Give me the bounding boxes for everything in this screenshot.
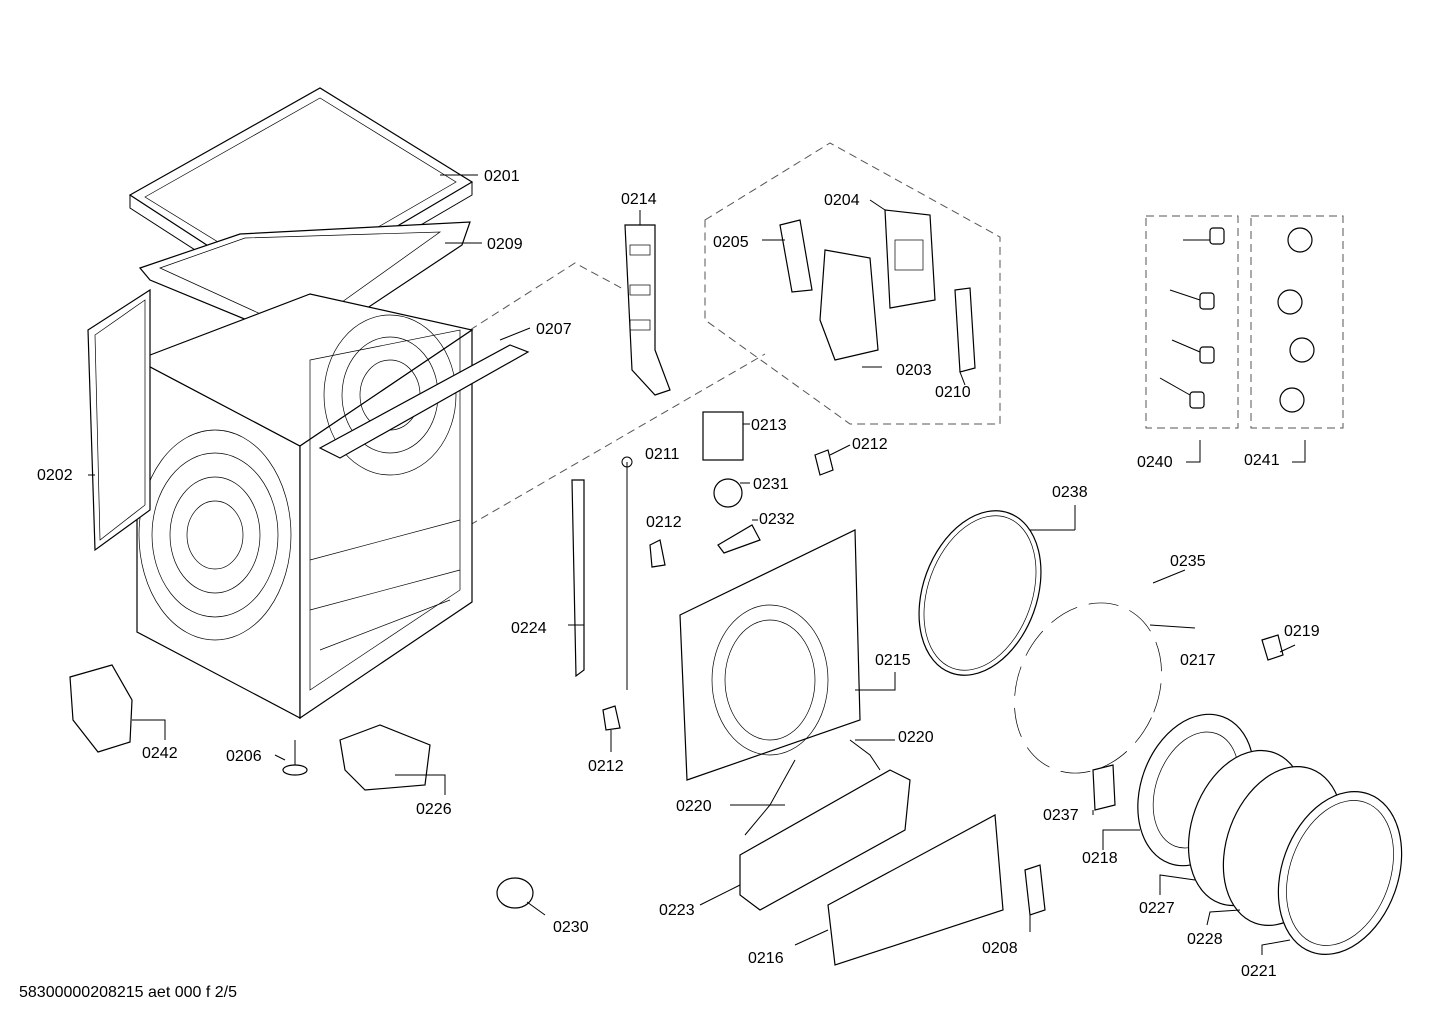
part-label: 0230 bbox=[553, 919, 589, 936]
part-label: 0220 bbox=[898, 729, 934, 746]
crossbar-part bbox=[318, 344, 530, 459]
part-label: 0237 bbox=[1043, 807, 1079, 824]
part-label: 0204 bbox=[824, 192, 860, 209]
part-label: 0228 bbox=[1187, 931, 1223, 948]
part-label: 0213 bbox=[751, 417, 787, 434]
part-label: 0231 bbox=[753, 476, 789, 493]
part-labels: 0201 0209 0207 0202 0214 0205 0204 0203 … bbox=[37, 168, 1320, 980]
part-label: 0242 bbox=[142, 745, 178, 762]
part-label: 0227 bbox=[1139, 900, 1175, 917]
part-label: 0217 bbox=[1180, 652, 1216, 669]
part-label: 0216 bbox=[748, 950, 784, 967]
part-label: 0224 bbox=[511, 620, 547, 637]
part-label: 0235 bbox=[1170, 553, 1206, 570]
bracket-part bbox=[624, 224, 671, 396]
part-label: 0240 bbox=[1137, 454, 1173, 471]
part-label: 0220 bbox=[676, 798, 712, 815]
part-label: 0206 bbox=[226, 748, 262, 765]
part-label: 0210 bbox=[935, 384, 971, 401]
dashed-assembly-outlines bbox=[469, 142, 1344, 526]
part-label: 0212 bbox=[588, 758, 624, 775]
part-label: 0202 bbox=[37, 467, 73, 484]
cabinet-housing-part bbox=[135, 293, 474, 720]
part-label: 0203 bbox=[896, 362, 932, 379]
part-label: 0212 bbox=[646, 514, 682, 531]
part-label: 0226 bbox=[416, 801, 452, 818]
leader-lines bbox=[88, 174, 1306, 955]
side-panel-part bbox=[87, 288, 151, 552]
part-label: 0208 bbox=[982, 940, 1018, 957]
part-label: 0201 bbox=[484, 168, 520, 185]
part-label: 0214 bbox=[621, 191, 657, 208]
part-label: 0238 bbox=[1052, 484, 1088, 501]
document-id: 58300000208215 aet 000 f 2/5 bbox=[19, 984, 237, 1001]
part-label: 0209 bbox=[487, 236, 523, 253]
electronics-assembly bbox=[779, 209, 976, 373]
clip-kit-0241 bbox=[1277, 227, 1315, 413]
lower-parts bbox=[69, 664, 1046, 966]
part-label: 0218 bbox=[1082, 850, 1118, 867]
part-label: 0205 bbox=[713, 234, 749, 251]
screw-kit-0240 bbox=[1159, 227, 1225, 409]
part-label: 0221 bbox=[1241, 963, 1277, 980]
part-label: 0211 bbox=[645, 446, 680, 463]
door-assembly-parts bbox=[918, 510, 1403, 955]
part-label: 0215 bbox=[875, 652, 911, 669]
part-label: 0207 bbox=[536, 321, 572, 338]
part-label: 0223 bbox=[659, 902, 695, 919]
part-label: 0212 bbox=[852, 436, 888, 453]
small-parts-center bbox=[571, 411, 834, 731]
front-panel-part bbox=[679, 529, 861, 781]
part-label: 0232 bbox=[759, 511, 795, 528]
lid-panel-part bbox=[138, 221, 471, 347]
part-label: 0241 bbox=[1244, 452, 1280, 469]
part-label: 0219 bbox=[1284, 623, 1320, 640]
